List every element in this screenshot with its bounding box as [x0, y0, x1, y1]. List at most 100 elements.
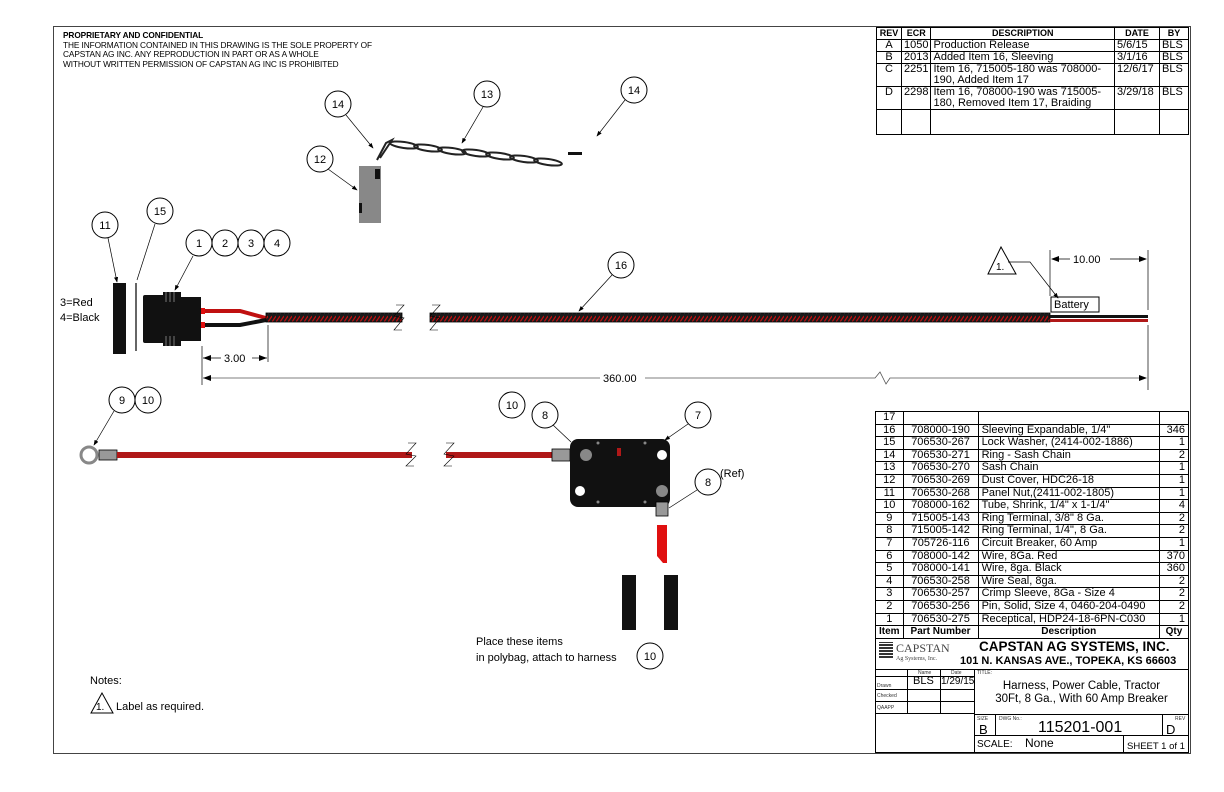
drawing-title-line1: Harness, Power Cable, Tractor: [1002, 680, 1161, 692]
bom-part: 715005-143: [902, 511, 979, 526]
dwg-label: DWG No.:: [999, 716, 1022, 722]
balloon-15: 15: [146, 197, 174, 225]
notes-heading: Notes:: [90, 675, 122, 687]
drawing-title-line2: 30Ft, 8 Ga., With 60 Amp Breaker: [995, 693, 1168, 705]
balloon-11: 11: [91, 211, 119, 239]
bom-item: 5: [875, 562, 904, 576]
note-flag-label: 1.: [996, 262, 1004, 273]
bom-part: 706530-270: [902, 461, 979, 475]
bom-item: 11: [875, 486, 904, 501]
revision-row: A 1050 Production Release 5/6/15 BLS: [876, 39, 1189, 52]
dust-cover: [359, 166, 381, 223]
sash-chain-ring: [568, 152, 582, 155]
bom-item: 9: [875, 511, 904, 526]
bom-qty: 4: [1159, 499, 1189, 513]
bom-item: 12: [875, 473, 904, 488]
svg-text:9: 9: [119, 395, 125, 407]
svg-text:10: 10: [644, 651, 656, 663]
red-wire-breaker-lead: [117, 452, 412, 458]
circuit-breaker: [570, 439, 670, 507]
revision-empty-row: [876, 109, 1189, 135]
revision-table: REV ECR DESCRIPTION DATE BY A 1050 Produ…: [876, 27, 1189, 135]
bom-item: 8: [875, 524, 904, 538]
bom-part: 708000-162: [902, 499, 979, 513]
bom-item: 13: [875, 461, 904, 475]
balloon-14b: 14: [620, 76, 648, 104]
bom-desc: Pin, Solid, Size 4, 0460-204-0490: [977, 599, 1161, 614]
bom-desc: Receptical, HDP24-18-6PN-C030: [977, 612, 1161, 627]
date-label: Date: [951, 670, 962, 676]
checked-label: Checked: [877, 693, 897, 699]
balloon-16: 16: [607, 251, 635, 279]
bom-item: 3: [875, 587, 904, 601]
bom-desc: Dust Cover, HDC26-18: [977, 473, 1161, 488]
svg-text:12: 12: [314, 154, 326, 166]
svg-text:16: 16: [615, 260, 627, 272]
bom-part: 706530-258: [902, 574, 979, 589]
proprietary-line: THE INFORMATION CONTAINED IN THIS DRAWIN…: [63, 39, 372, 50]
svg-text:1: 1: [196, 238, 202, 250]
bom-desc-header: Description: [977, 625, 1161, 639]
bom-desc: Panel Nut,(2411-002-1805): [977, 486, 1161, 501]
balloon-8: 8: [531, 401, 559, 429]
description-cell: Item 16, 715005-180 was 708000-190, Adde…: [930, 63, 1115, 87]
black-wire-lead: [201, 318, 267, 327]
battery-label: Battery: [1054, 299, 1089, 311]
bom-part: 706530-275: [902, 612, 979, 627]
bom-item: 6: [875, 549, 904, 564]
date-cell: 3/29/18: [1114, 86, 1160, 110]
bom-qty: 1: [1159, 436, 1189, 450]
break-mark: [393, 304, 405, 331]
bom-item: 10: [875, 499, 904, 513]
logo-name: CAPSTAN: [896, 641, 950, 655]
bom-part: 705726-116: [902, 536, 979, 551]
ref-label: (Ref): [720, 468, 744, 480]
svg-text:10: 10: [142, 395, 154, 407]
balloon-10c: 10: [636, 642, 664, 670]
company-name: CAPSTAN AG SYSTEMS, INC.: [979, 639, 1170, 654]
bom-part-header: Part Number: [902, 625, 979, 639]
bom-desc: Ring Terminal, 3/8" 8 Ga.: [977, 511, 1161, 526]
proprietary-heading: PROPRIETARY AND CONFIDENTIAL: [63, 30, 204, 40]
note-text: Label as required.: [116, 701, 204, 713]
sheet-number: SHEET 1 of 1: [1127, 741, 1185, 752]
date-cell: 12/6/17: [1114, 63, 1160, 87]
bom-qty: 2: [1159, 511, 1189, 526]
bom-qty: 346: [1159, 423, 1189, 438]
balloon-2: 2: [211, 229, 239, 257]
sleeving-segment: [265, 312, 403, 323]
svg-text:2: 2: [222, 238, 228, 250]
rev-value: D: [1166, 722, 1176, 737]
break-mark: [429, 304, 441, 331]
bom-part: 706530-271: [902, 448, 979, 463]
svg-text:8: 8: [542, 410, 548, 422]
polybag-note-line1: Place these items: [476, 636, 563, 648]
red-heat-shrink: [657, 525, 667, 563]
bom-part: 708000-141: [902, 562, 979, 576]
bom-qty: 2: [1159, 599, 1189, 614]
svg-text:11: 11: [99, 220, 110, 232]
drawing-border: [53, 26, 1191, 754]
pin-label-black: 4=Black: [60, 312, 100, 324]
bom-qty: 370: [1159, 549, 1189, 564]
svg-text:10: 10: [506, 400, 518, 412]
crimp-barrel: [98, 449, 118, 461]
bom-desc: Crimp Sleeve, 8Ga - Size 4: [977, 587, 1161, 601]
bom-desc: Tube, Shrink, 1/4" x 1-1/4": [977, 499, 1161, 513]
bom-row: 17: [875, 411, 1189, 425]
bom-item: 1: [875, 612, 904, 627]
title-block: CAPSTAN Ag Systems, Inc. CAPSTAN AG SYST…: [875, 638, 1189, 753]
bom-part: 708000-190: [902, 423, 979, 438]
bom-part: 706530-267: [902, 436, 979, 450]
ring-terminal-3-8: [79, 445, 99, 465]
svg-text:3: 3: [248, 238, 254, 250]
panel-nut: [113, 283, 126, 354]
